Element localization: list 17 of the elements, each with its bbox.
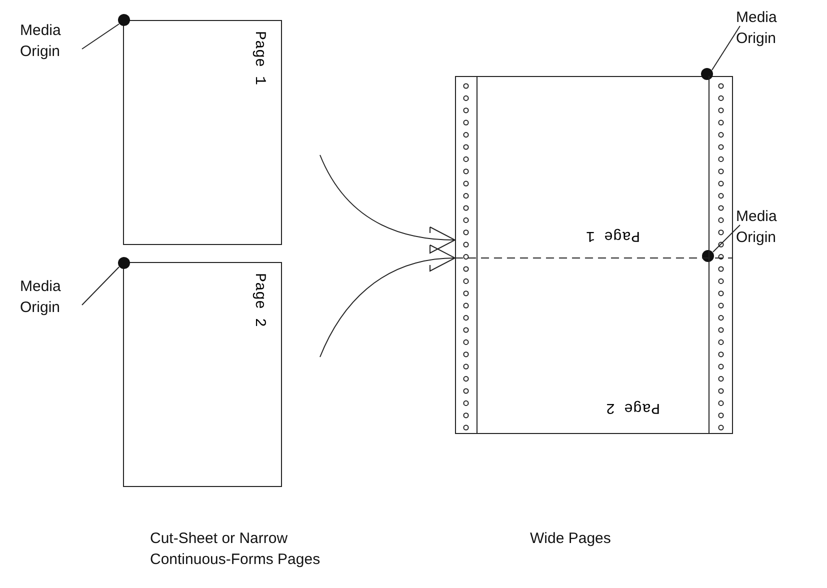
leader-line (712, 224, 740, 252)
leader-line (82, 24, 120, 50)
callout-label: Media Origin (20, 276, 90, 318)
page-label: Page 2 (606, 399, 660, 416)
caption: Wide Pages (530, 529, 612, 549)
origin-dot (701, 68, 713, 80)
callout-label: Media Origin (736, 206, 806, 248)
page-label: Page 2 (251, 273, 268, 328)
caption: Cut-Sheet or Narrow Continuous-Forms Pages (150, 529, 322, 570)
page-label: Page 1 (586, 227, 640, 244)
callout-label: Media Origin (736, 7, 806, 49)
origin-dot (118, 14, 130, 26)
leader-line (712, 26, 740, 70)
page-label: Page 1 (251, 31, 268, 86)
origin-dot (118, 257, 130, 269)
callout-label: Media Origin (20, 20, 90, 62)
leader-line (82, 266, 120, 306)
